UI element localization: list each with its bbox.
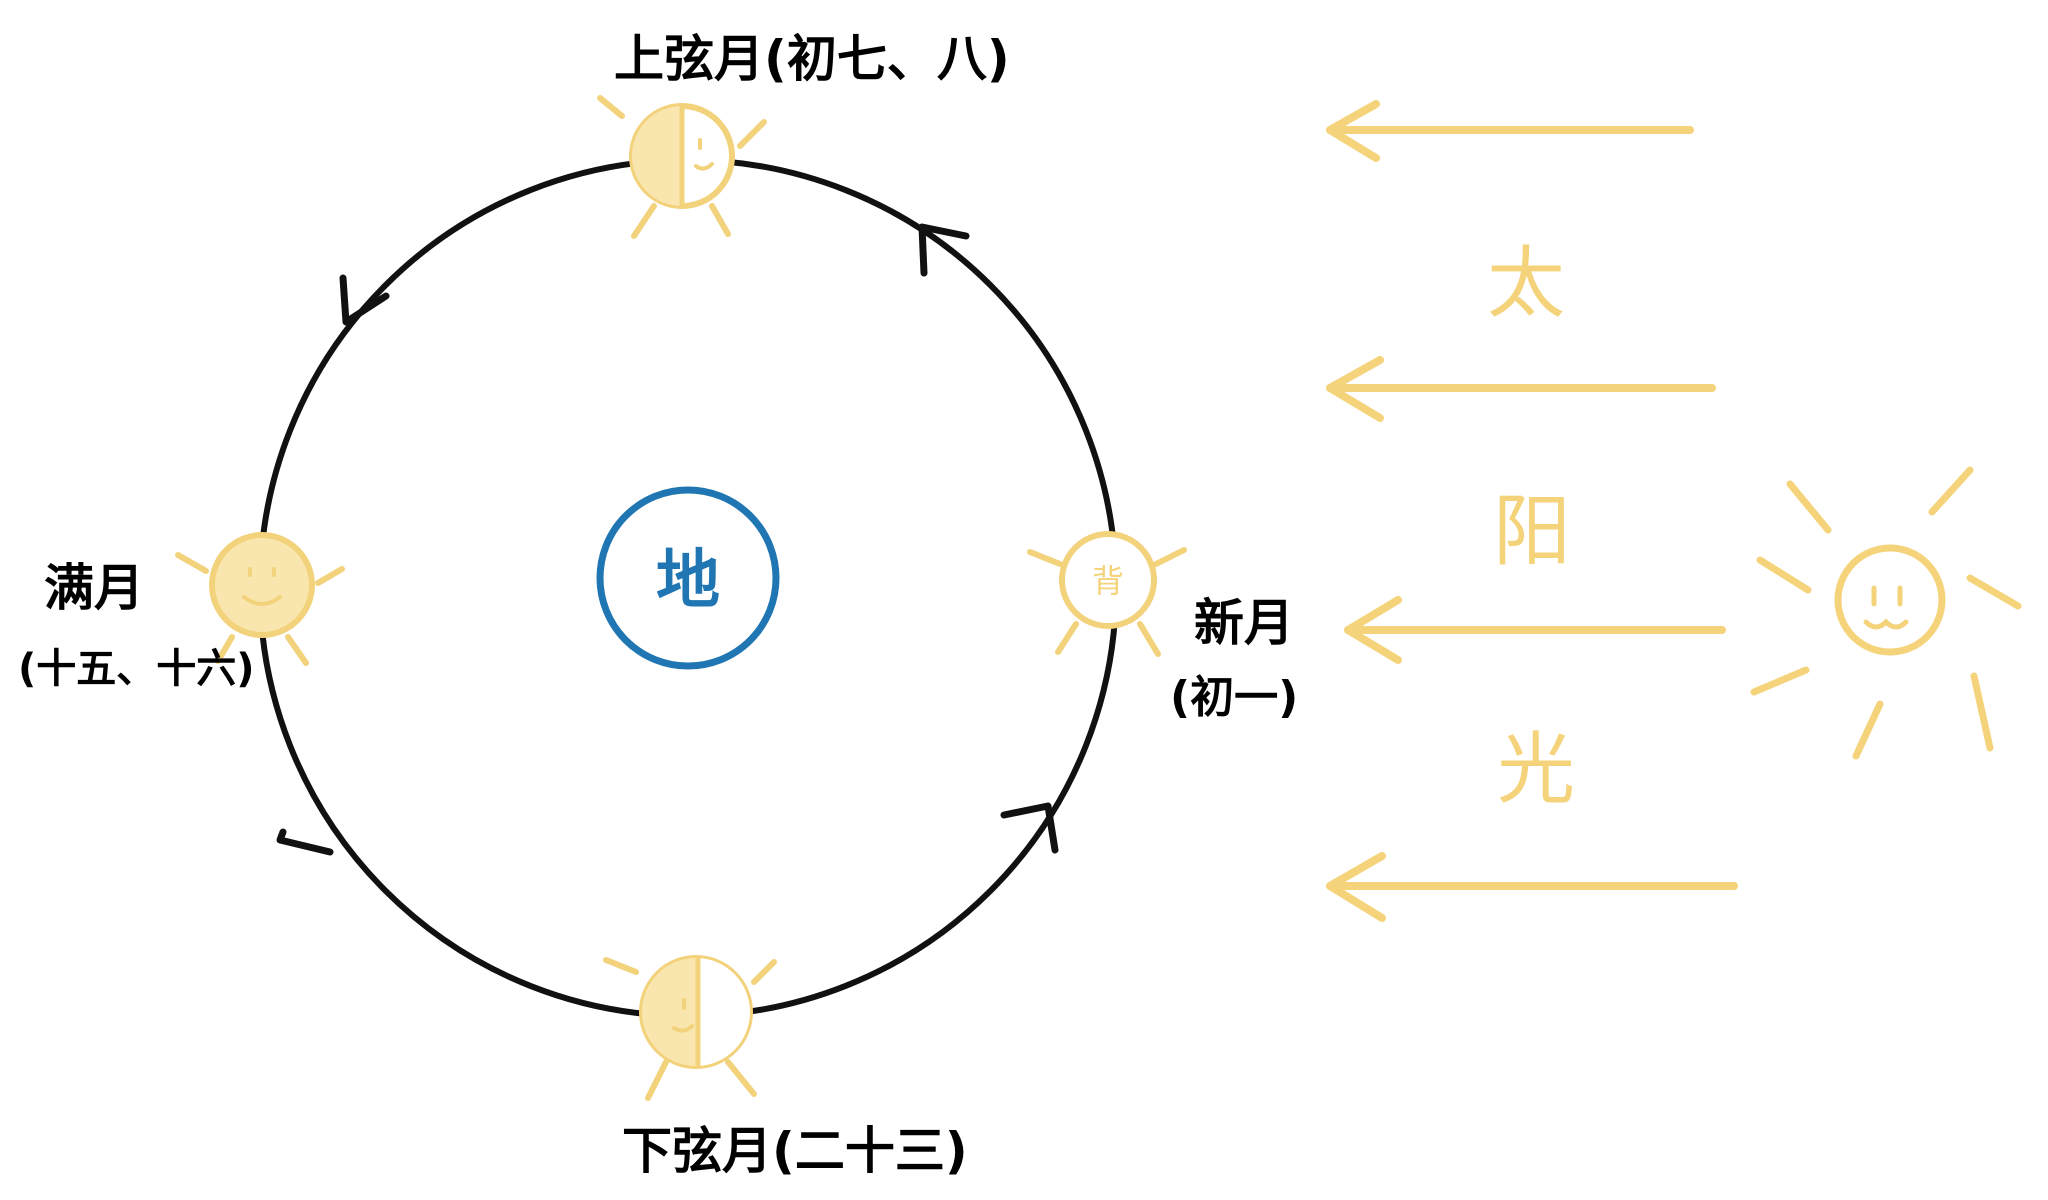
moon-smiley-icon bbox=[672, 998, 694, 1033]
moon-rays bbox=[597, 95, 767, 239]
earth-label: 地 bbox=[656, 544, 720, 618]
sun-face bbox=[1863, 585, 1909, 630]
moon-full bbox=[175, 532, 345, 666]
sun bbox=[1750, 466, 2022, 760]
left-arrow-icon bbox=[1326, 356, 1716, 422]
first-quarter-label: 上弦月(初七、八) bbox=[614, 30, 1010, 88]
earth: 地 bbox=[596, 486, 780, 670]
orbit-arrow-lower-right bbox=[1000, 802, 1059, 854]
moon-smiley-icon bbox=[694, 138, 714, 171]
moon-smiley-icon bbox=[242, 567, 282, 606]
full-moon-label-line2: (十五、十六) bbox=[18, 646, 255, 692]
moon-outline bbox=[209, 532, 315, 638]
sunlight-char-1: 太 bbox=[1487, 239, 1565, 329]
moon-last-quarter bbox=[603, 955, 777, 1101]
sun-smiley-icon bbox=[1834, 544, 1946, 656]
sun-rays bbox=[1750, 466, 2022, 760]
moon-rays bbox=[175, 552, 345, 666]
moon-new: 背 bbox=[1027, 531, 1187, 657]
sunlight-char-2: 阳 bbox=[1493, 487, 1571, 577]
moon-dark-half bbox=[642, 958, 696, 1066]
orbit-direction-arrows bbox=[276, 223, 1059, 856]
left-arrow-icon bbox=[1344, 596, 1726, 664]
orbit-arrow-upper-right bbox=[918, 223, 970, 277]
sunlight-arrows bbox=[1326, 100, 1738, 922]
earth-circle-icon bbox=[596, 486, 780, 670]
orbit-arrow-lower-left bbox=[276, 828, 334, 856]
moon-rays bbox=[603, 957, 777, 1101]
new-moon-label-line1: 新月 bbox=[1194, 594, 1294, 652]
orbit-arrow-upper-left bbox=[339, 274, 390, 326]
moon-lit-half bbox=[696, 958, 750, 1066]
last-quarter-label: 下弦月(二十三) bbox=[622, 1122, 968, 1180]
moon-outline bbox=[1059, 531, 1157, 629]
new-moon-back-label: 背 bbox=[1092, 562, 1124, 600]
new-moon-label-line2: (初一) bbox=[1170, 672, 1298, 723]
full-moon-label-line1: 满月 bbox=[44, 559, 144, 617]
sunlight-char-3: 光 bbox=[1497, 725, 1575, 815]
left-arrow-icon bbox=[1326, 852, 1738, 922]
left-arrow-icon bbox=[1326, 100, 1694, 162]
moon-first-quarter bbox=[597, 95, 767, 239]
moon-rays bbox=[1027, 547, 1187, 657]
moon-lit-half bbox=[632, 106, 682, 206]
